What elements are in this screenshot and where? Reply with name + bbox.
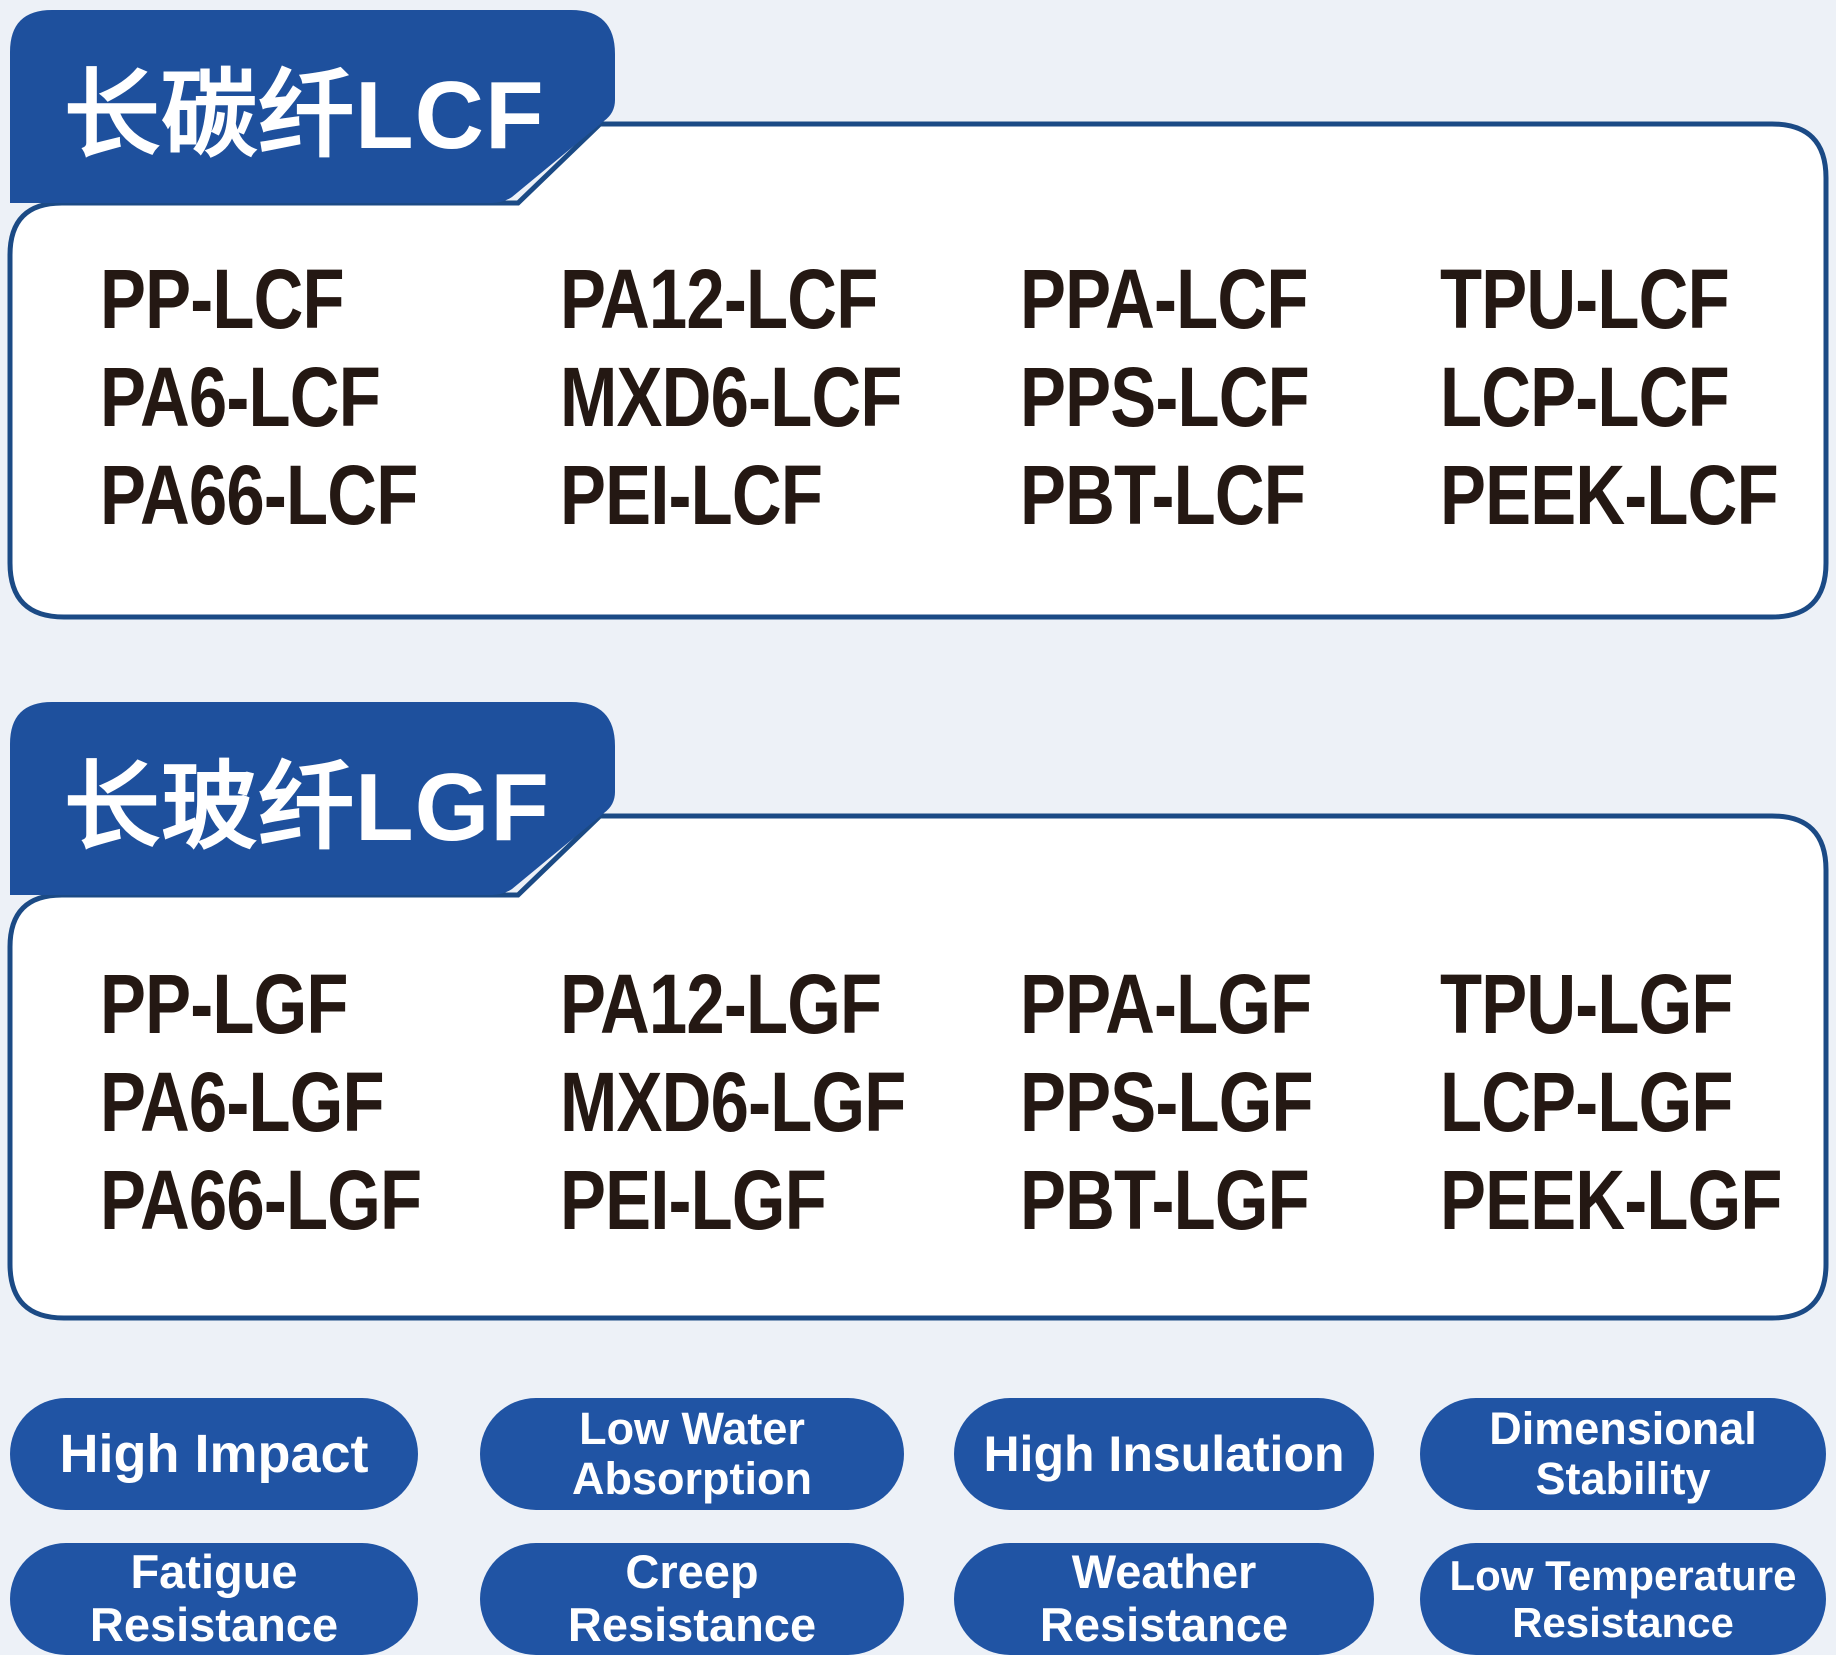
material-cell: PA12-LCF	[560, 252, 878, 346]
badge-label: Absorption	[572, 1453, 812, 1504]
lcf-tab-shape	[10, 10, 615, 203]
material-cell: TPU-LGF	[1440, 957, 1734, 1051]
material-cell: MXD6-LGF	[560, 1055, 906, 1149]
material-cell: PP-LCF	[100, 252, 345, 346]
material-cell: PA66-LGF	[100, 1153, 422, 1247]
material-cell: PPS-LCF	[1020, 350, 1310, 444]
badge-label: Creep	[625, 1545, 759, 1599]
badge-label: High Insulation	[983, 1426, 1345, 1482]
badge-label: Low Water	[579, 1402, 805, 1454]
material-cell: PBT-LCF	[1020, 448, 1306, 542]
material-cell: TPU-LCF	[1440, 252, 1730, 346]
section-tab-lgf: 长玻纤LGF	[64, 754, 550, 861]
material-cell: PA12-LGF	[560, 957, 882, 1051]
material-cell: PEI-LCF	[560, 448, 823, 542]
lgf-tab-shape	[10, 702, 615, 895]
material-cell: PP-LGF	[100, 957, 348, 1051]
section-tab-lcf: 长碳纤LCF	[64, 62, 545, 169]
badge-label: High Impact	[59, 1423, 369, 1484]
badge-fatigue-resistance: Fatigue Resistance	[10, 1543, 418, 1655]
badge-low-temperature-resistance: Low Temperature Resistance	[1420, 1543, 1826, 1655]
badge-label: Low Temperature	[1449, 1551, 1797, 1599]
material-cell: PA66-LCF	[100, 448, 418, 542]
lgf-panel-shape	[7, 813, 1829, 1321]
material-cell: PEEK-LCF	[1440, 448, 1779, 542]
material-cell: PBT-LGF	[1020, 1153, 1310, 1247]
badge-label: Weather	[1071, 1545, 1257, 1599]
badge-creep-resistance: Creep Resistance	[480, 1543, 904, 1655]
lcf-materials-grid: PP-LCF PA12-LCF PPA-LCF TPU-LCF PA6-LCF …	[100, 250, 1816, 544]
badge-label: Resistance	[1512, 1599, 1734, 1646]
material-cell: PEEK-LGF	[1440, 1153, 1783, 1247]
badge-low-water-absorption: Low Water Absorption	[480, 1398, 904, 1510]
material-cell: PA6-LGF	[100, 1055, 385, 1149]
material-cell: LCP-LGF	[1440, 1055, 1734, 1149]
lcf-panel-shape	[7, 121, 1829, 620]
badge-dimensional-stability: Dimensional Stability	[1420, 1398, 1826, 1510]
material-cell: PPS-LGF	[1020, 1055, 1314, 1149]
badge-label: Stability	[1535, 1453, 1711, 1504]
material-cell: PA6-LCF	[100, 350, 381, 444]
badge-label: Resistance	[89, 1598, 339, 1651]
badge-high-insulation: High Insulation	[954, 1398, 1374, 1510]
material-cell: MXD6-LCF	[560, 350, 902, 444]
material-cell: LCP-LCF	[1440, 350, 1730, 444]
badge-high-impact: High Impact	[10, 1398, 418, 1510]
material-cell: PPA-LCF	[1020, 252, 1308, 346]
badge-label: Fatigue	[130, 1545, 298, 1599]
lgf-materials-grid: PP-LGF PA12-LGF PPA-LGF TPU-LGF PA6-LGF …	[100, 955, 1816, 1249]
badge-label: Resistance	[567, 1598, 817, 1651]
material-cell: PPA-LGF	[1020, 957, 1312, 1051]
badge-label: Dimensional	[1489, 1402, 1757, 1454]
badge-weather-resistance: Weather Resistance	[954, 1543, 1374, 1655]
badge-label: Resistance	[1039, 1598, 1289, 1651]
material-cell: PEI-LGF	[560, 1153, 827, 1247]
